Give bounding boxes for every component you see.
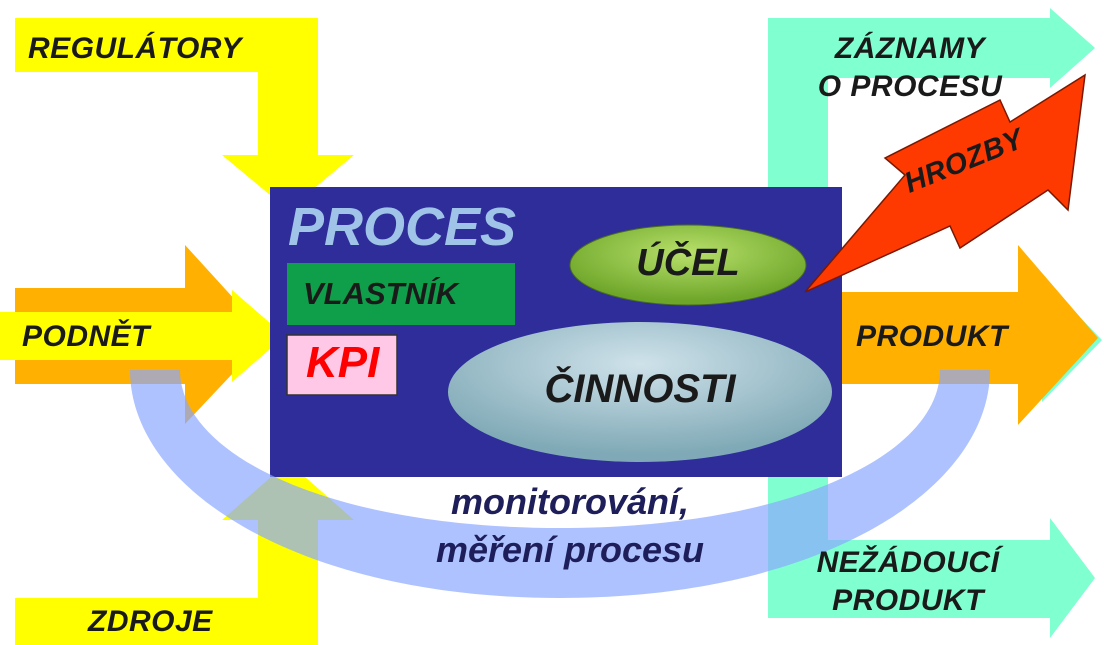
- stimulus-arrow-yellow: [0, 290, 285, 382]
- activities-ellipse: [448, 322, 832, 462]
- records-label-line1: ZÁZNAMY: [834, 32, 986, 65]
- purpose-label: ÚČEL: [636, 242, 740, 284]
- nonconforming-label-line1: NEŽÁDOUCÍ: [816, 546, 1000, 579]
- records-label-line2: O PROCESU: [817, 70, 1003, 103]
- owner-label: VLASTNÍK: [303, 276, 458, 311]
- nonconforming-label: NEŽÁDOUCÍ PRODUKT: [788, 544, 1028, 620]
- purpose-ellipse: [569, 224, 807, 306]
- kpi-label: KPI: [306, 338, 380, 387]
- monitoring-loop: [130, 370, 990, 598]
- records-label: ZÁZNAMY O PROCESU: [800, 30, 1020, 106]
- monitoring-label-line1: monitorování,: [450, 481, 689, 522]
- regulators-arrow: [15, 18, 354, 210]
- process-title: PROCES: [288, 197, 517, 257]
- threats-bolt: [804, 73, 1086, 293]
- activities-label: ČINNOSTI: [544, 367, 736, 411]
- owner-box: [287, 263, 515, 325]
- regulators-label: REGULÁTORY: [28, 32, 242, 65]
- product-arrow: [840, 245, 1098, 425]
- resources-label: ZDROJE: [88, 605, 213, 638]
- stimulus-label: PODNĚT: [22, 320, 151, 353]
- nonconforming-arrow: [768, 420, 1095, 638]
- product-label: PRODUKT: [856, 320, 1008, 353]
- monitoring-label-line2: měření procesu: [435, 529, 705, 570]
- nonconforming-label-line2: PRODUKT: [832, 584, 984, 617]
- monitoring-label: monitorování, měření procesu: [390, 478, 750, 574]
- kpi-box: [286, 334, 398, 396]
